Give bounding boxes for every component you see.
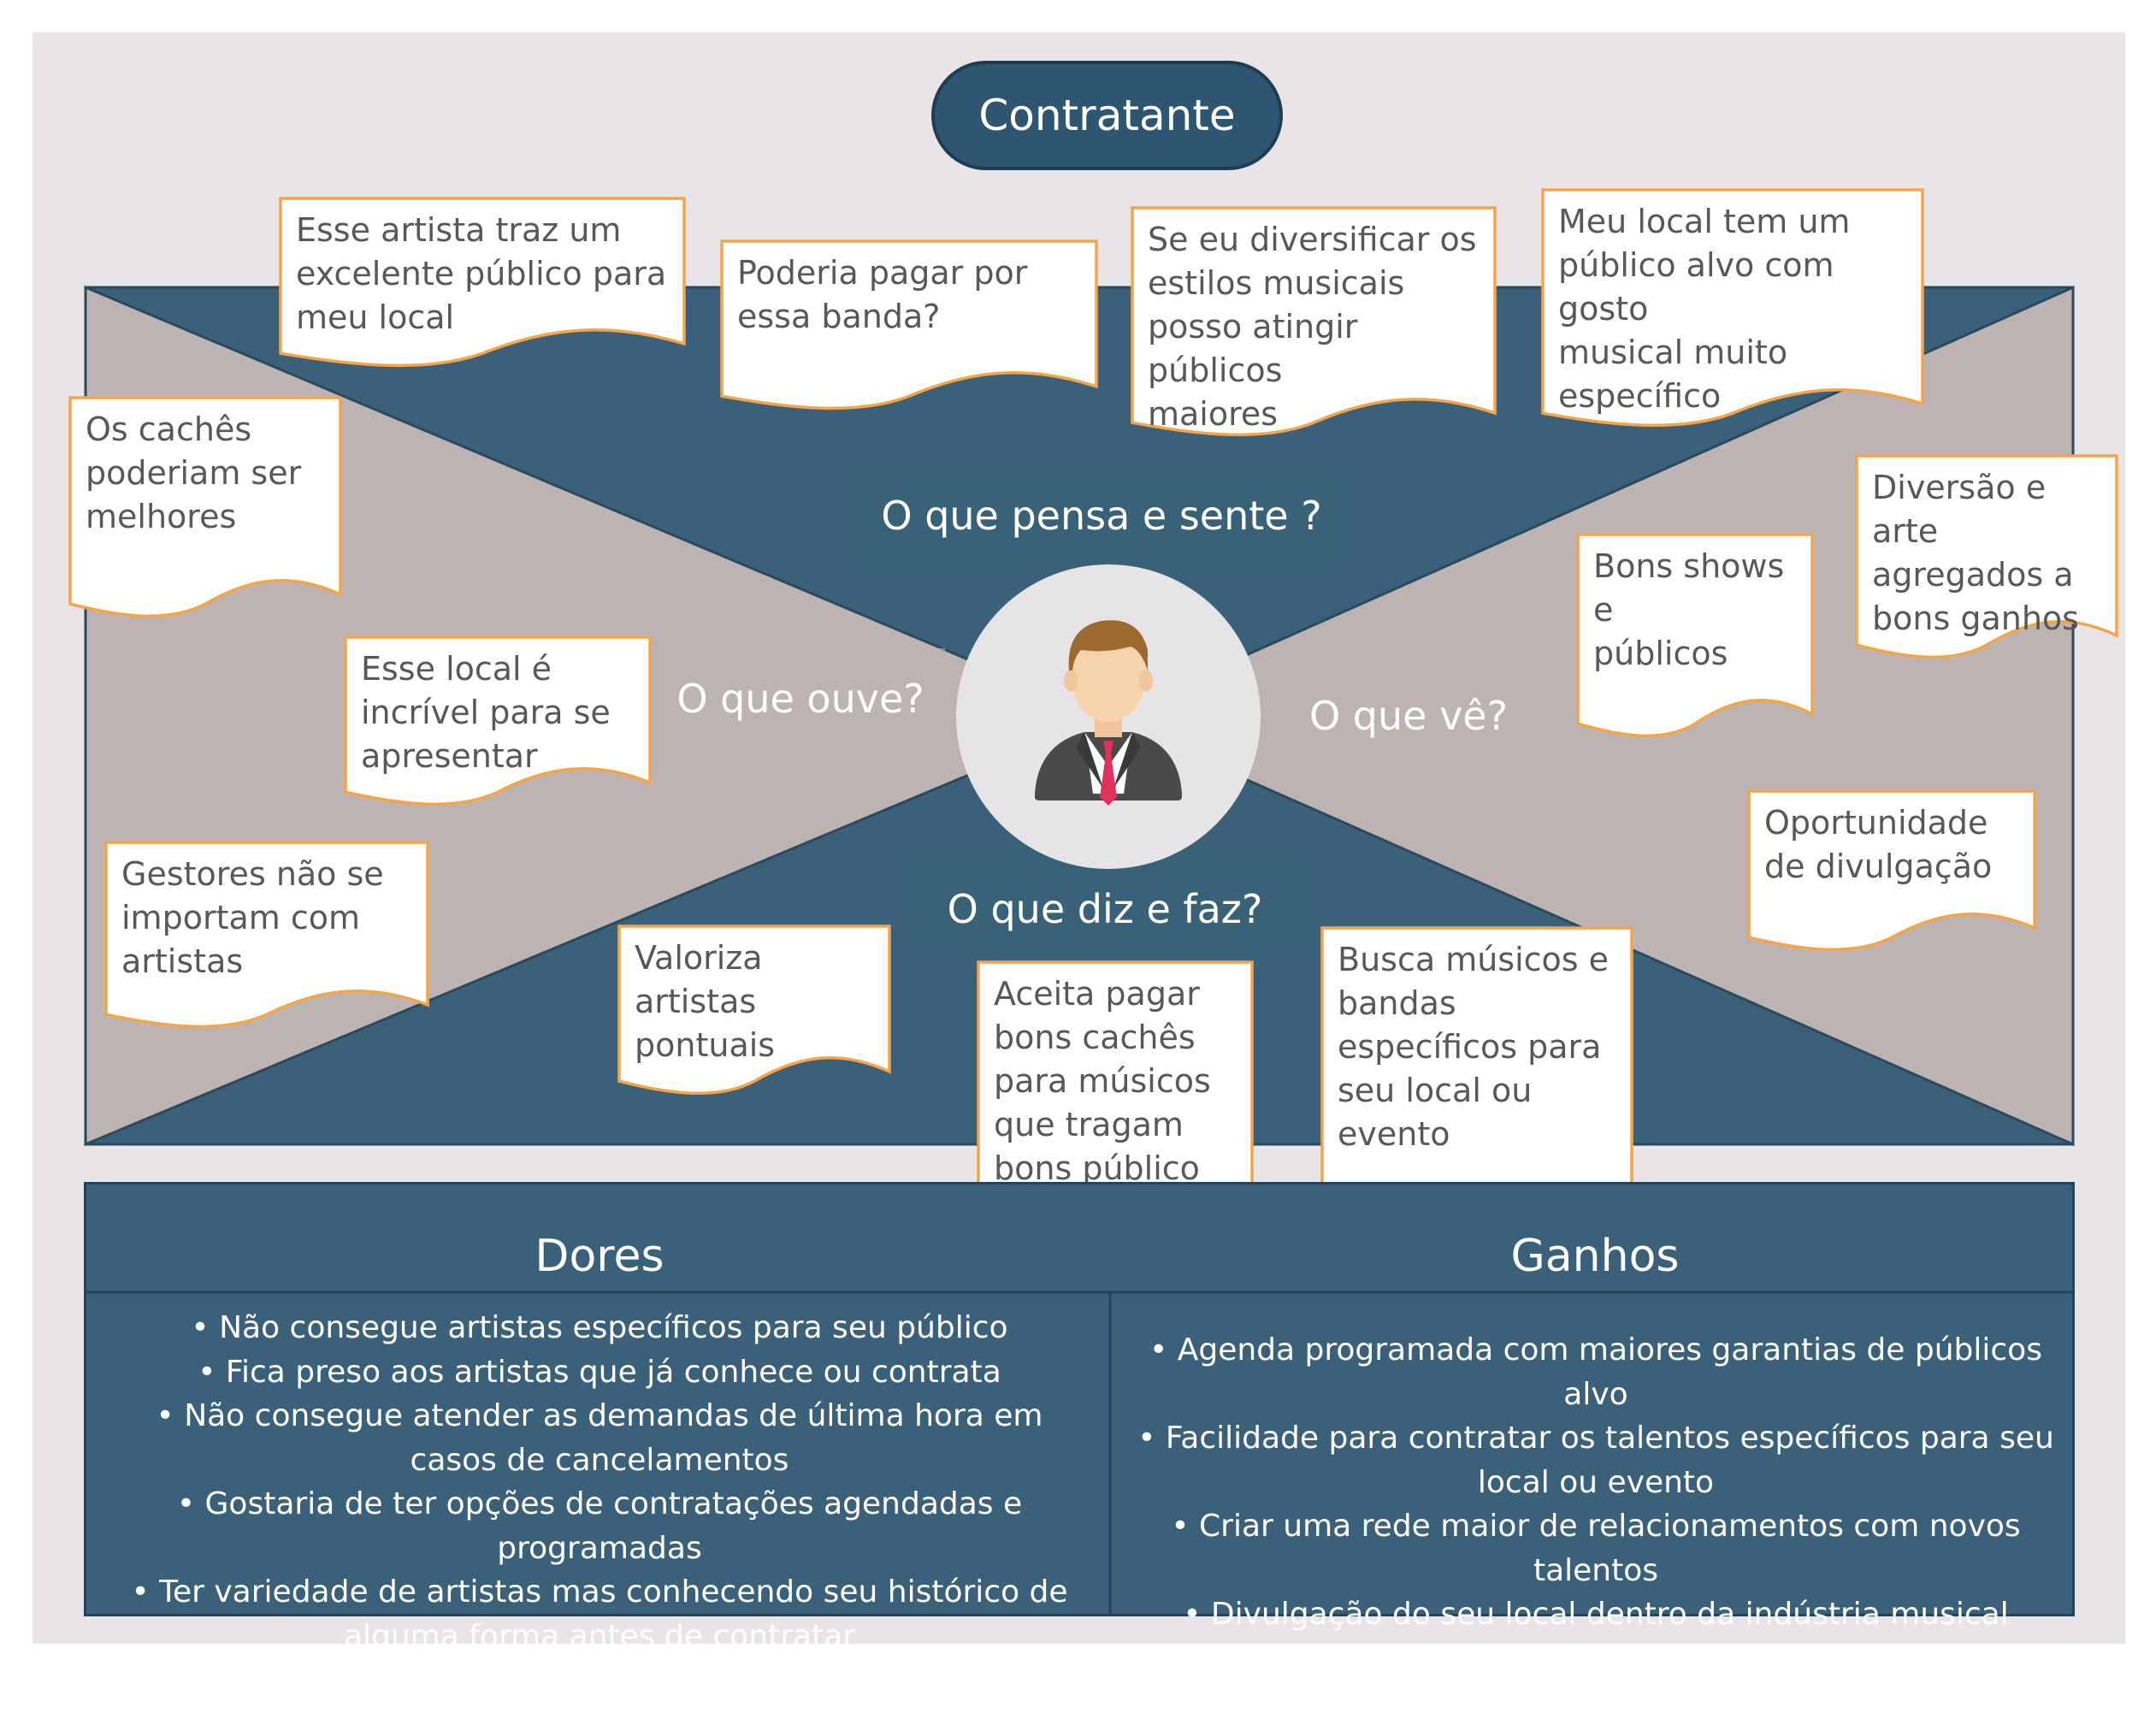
pains-item: • Não consegue atender as demandas de úl… (156, 1398, 1043, 1478)
pains-item: • Gostaria de ter opções de contratações… (176, 1486, 1023, 1566)
sticky-note-text: Poderia pagar por essa banda? (737, 254, 1028, 335)
sticky-note: Busca músicos e bandas específicos para … (1320, 926, 1633, 1227)
sticky-note-shape (1541, 188, 1924, 428)
sticky-note: Valoriza artistas pontuais (617, 925, 891, 1096)
pains-item: • Não consegue artistas específicos para… (191, 1310, 1008, 1345)
sticky-note-outline (617, 925, 891, 1096)
sticky-note-shape (279, 197, 686, 368)
sticky-note-text: Busca músicos e bandas específicos para … (1338, 941, 1610, 1153)
gains-title: Ganhos (1510, 1231, 1680, 1282)
sticky-note-outline (344, 635, 652, 806)
sticky-note-text: Esse local é incrível para se apresentar (361, 650, 611, 775)
sticky-note: Gestores não se importam com artistas (104, 841, 429, 1029)
sticky-note-outline (1541, 188, 1924, 428)
pains-list: • Não consegue artistas específicos para… (112, 1306, 1087, 1658)
says-label-plate (905, 854, 1305, 958)
sticky-note-text: Os cachês poderiam ser melhores (86, 411, 302, 535)
pains-gains-table: Dores Ganhos • Não consegue artistas esp… (84, 1182, 2075, 1720)
sticky-note-outline (1855, 454, 2118, 659)
pains-item: • Fica preso aos artistas que já conhece… (198, 1354, 1001, 1390)
pains-item: • Ter variedade de artistas mas conhecen… (131, 1574, 1068, 1654)
sticky-note-shape (1131, 206, 1497, 437)
sticky-note-outline (1747, 789, 2036, 952)
sticky-note: Poderia pagar por essa banda? (720, 239, 1098, 411)
pains-title: Dores (535, 1231, 665, 1282)
gains-item: • Aumento das possibilidades de contrata… (1222, 1640, 1970, 1721)
hears-label-plate (663, 648, 945, 749)
label-says-does: O que diz e faz? (947, 886, 1263, 932)
sticky-note: Se eu diversificar os estilos musicais p… (1131, 206, 1497, 437)
sticky-note-text: Bons shows e públicos (1593, 547, 1785, 672)
sticky-note-outline (1131, 206, 1497, 437)
sticky-note: Bons shows e públicos (1576, 533, 1814, 738)
persona-avatar (956, 564, 1261, 869)
gains-item: • Facilidade para contratar os talentos … (1137, 1421, 2054, 1500)
empathy-map-canvas: Contratante O que pensa e sente ? O que … (32, 32, 2125, 1720)
sticky-note-text: Gestores não se importam com artistas (121, 855, 384, 980)
sticky-note-outline (279, 197, 686, 368)
sticky-note-outline (1576, 533, 1814, 738)
label-hears: O que ouve? (676, 676, 924, 722)
gains-item: • Agenda programada com maiores garantia… (1149, 1332, 2042, 1412)
sticky-note: Diversão e arte agregados a bons ganhos (1855, 454, 2118, 659)
thinks-label-plate (855, 464, 1344, 567)
sticky-note-shape (1855, 454, 2118, 659)
sticky-note-text: Diversão e arte agregados a bons ganhos (1872, 469, 2079, 637)
sticky-note-text: Se eu diversificar os estilos musicais p… (1148, 221, 1477, 433)
businessman-avatar-icon (1035, 620, 1182, 806)
sticky-note: Meu local tem um público alvo com gosto … (1541, 188, 1924, 428)
label-sees: O que vê? (1308, 693, 1509, 739)
sees-label-plate (1273, 660, 1555, 761)
sticky-note-outline (68, 396, 342, 618)
gains-list: • Agenda programada com maiores garantia… (1121, 1328, 2070, 1725)
sticky-note-shape (720, 239, 1098, 411)
sticky-note-shape (617, 925, 891, 1096)
gains-item: • Criar uma rede maior de relacionamento… (1171, 1509, 2021, 1588)
persona-title: Contratante (931, 61, 1283, 170)
sticky-note-shape (104, 841, 429, 1029)
sticky-note: Os cachês poderiam ser melhores (68, 396, 342, 618)
sticky-note-text: Meu local tem um público alvo com gosto … (1558, 203, 1851, 415)
sticky-note-shape (1576, 533, 1814, 738)
sticky-note-shape (344, 635, 652, 806)
gains-item: • Divulgação do seu local dentro da indú… (1183, 1597, 2009, 1632)
sticky-note-outline (720, 239, 1098, 411)
sticky-note: Esse local é incrível para se apresentar (344, 635, 652, 806)
sticky-note-text: Valoriza artistas pontuais (635, 939, 776, 1064)
sticky-note-text: Oportunidade de divulgação (1764, 804, 1993, 885)
table-grid (84, 1291, 2075, 1616)
sticky-note-shape (68, 396, 342, 618)
sticky-note: Oportunidade de divulgação (1747, 789, 2036, 952)
sticky-note: Esse artista traz um excelente público p… (279, 197, 686, 368)
label-thinks-feels: O que pensa e sente ? (881, 493, 1322, 539)
sticky-note-text: Esse artista traz um excelente público p… (296, 211, 667, 336)
sticky-note-outline (104, 841, 429, 1029)
sticky-note-shape (1747, 789, 2036, 952)
sticky-note-text: Aceita pagar bons cachês para músicos qu… (994, 975, 1211, 1187)
